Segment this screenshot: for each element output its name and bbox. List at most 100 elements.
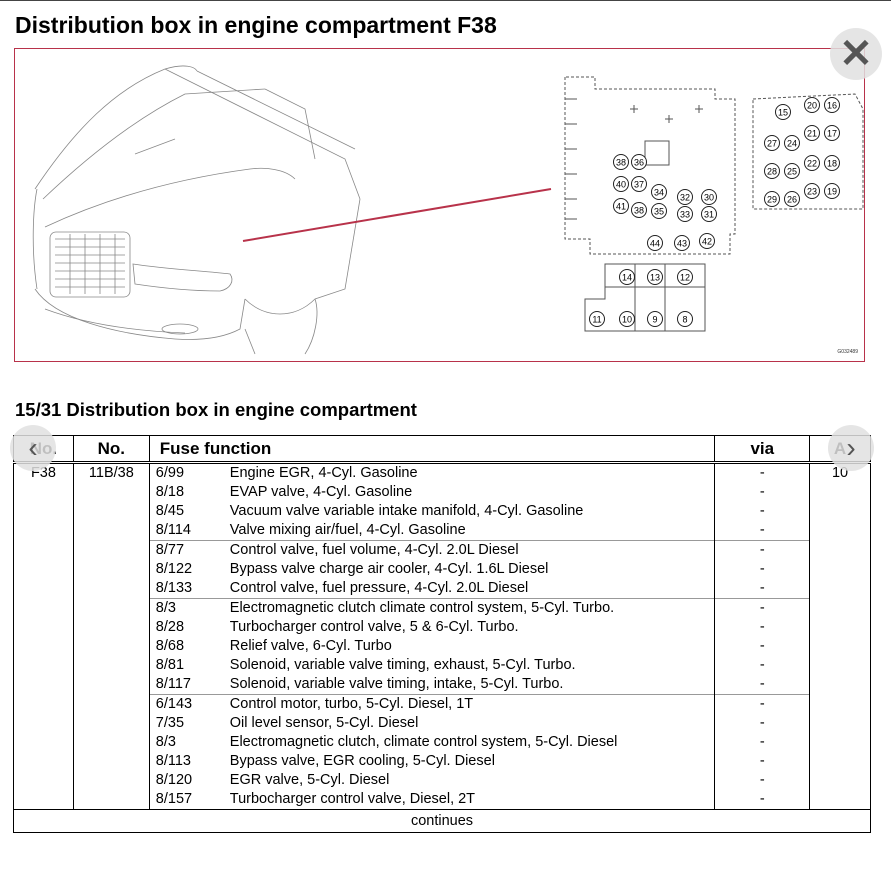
fuse-circle — [764, 191, 780, 207]
col-header-via: via — [714, 435, 811, 464]
function-code: 8/117 — [155, 676, 191, 692]
function-code: 8/45 — [155, 503, 185, 519]
fuse-number: 27 — [767, 139, 777, 149]
fuse-number: 8 — [682, 315, 687, 325]
fuse-number: 40 — [616, 180, 626, 190]
function-desc: EGR valve, 5-Cyl. Diesel — [229, 772, 390, 788]
via-value: - — [759, 791, 765, 807]
close-button[interactable]: ✕ — [830, 28, 882, 80]
list-item: 8/117 Solenoid, variable valve timing, in… — [156, 675, 709, 694]
via-value: - — [759, 676, 765, 692]
fuse-number: 14 — [622, 273, 632, 283]
fuse-number: 18 — [827, 159, 837, 169]
fuse-circle — [701, 206, 717, 222]
table-header-row: No. No. Fuse function via A — [13, 435, 871, 464]
via-value: - — [759, 657, 765, 673]
fuse-circle — [631, 154, 647, 170]
fuse-circle — [804, 97, 820, 113]
chevron-left-icon: ‹ — [28, 432, 38, 463]
via-value: - — [759, 772, 765, 788]
car-front-drawing — [32, 65, 361, 355]
via-value: - — [759, 638, 765, 654]
fuse-number: 11 — [592, 315, 601, 325]
list-item: 6/99 Engine EGR, 4-Cyl. Gasoline — [156, 464, 709, 483]
function-code: 8/77 — [155, 542, 185, 558]
fuse-circle — [824, 183, 840, 199]
fuse-number: 23 — [807, 187, 817, 197]
via-value: - — [759, 561, 765, 577]
fuse-circle — [764, 163, 780, 179]
function-code: 8/120 — [155, 772, 193, 788]
function-desc: Engine EGR, 4-Cyl. Gasoline — [229, 465, 418, 481]
fuse-circle — [784, 191, 800, 207]
fuse-circle — [824, 97, 840, 113]
via-value: - — [759, 542, 765, 558]
fuse-circle — [613, 198, 629, 214]
figure-code: G032489 — [837, 349, 858, 355]
function-desc: Solenoid, variable valve timing, intake,… — [229, 676, 564, 692]
function-desc: Electromagnetic clutch climate control s… — [229, 600, 615, 616]
next-page-button[interactable]: › — [828, 425, 874, 471]
fuse-number: 22 — [807, 159, 817, 169]
function-code: 8/81 — [155, 657, 185, 673]
fuse-number: 42 — [702, 237, 712, 247]
fuse-number: 44 — [650, 239, 660, 249]
fuse-number: 38 — [616, 158, 626, 168]
via-value: - — [759, 619, 765, 635]
function-desc: Valve mixing air/fuel, 4-Cyl. Gasoline — [229, 522, 466, 538]
function-desc: Electromagnetic clutch, climate control … — [229, 734, 618, 750]
via-value: - — [759, 696, 765, 712]
function-desc: Relief valve, 6-Cyl. Turbo — [229, 638, 392, 654]
fuse-number: 16 — [827, 101, 837, 111]
fuse-circle — [701, 189, 717, 205]
fuse-circle — [824, 125, 840, 141]
via-value: - — [759, 600, 765, 616]
chevron-right-icon: › — [846, 432, 856, 463]
prev-page-button[interactable]: ‹ — [10, 425, 56, 471]
pointer-line — [242, 188, 552, 242]
via-value: - — [759, 580, 765, 596]
fuse-number: 33 — [680, 210, 690, 220]
cell-no2: 11B/38 — [72, 462, 150, 810]
function-desc: Bypass valve charge air cooler, 4-Cyl. 1… — [229, 561, 549, 577]
continues-label: continues — [13, 809, 871, 833]
function-code: 8/68 — [155, 638, 185, 654]
via-value: - — [759, 734, 765, 750]
fuse-number: 13 — [650, 273, 660, 283]
function-code: 8/18 — [155, 484, 185, 500]
fuse-circle — [647, 269, 663, 285]
function-desc: Oil level sensor, 5-Cyl. Diesel — [229, 715, 419, 731]
via-value: - — [759, 484, 765, 500]
close-icon: ✕ — [839, 32, 873, 76]
fuse-number: 12 — [680, 273, 690, 283]
fuse-circle — [775, 104, 791, 120]
list-item: 8/120 EGR valve, 5-Cyl. Diesel — [156, 771, 709, 790]
fuse-circle — [699, 233, 715, 249]
cell-amp: 10 — [809, 462, 871, 810]
function-code: 8/113 — [155, 753, 191, 769]
fuse-number: 30 — [704, 193, 714, 203]
fuse-number: 36 — [634, 158, 644, 168]
function-code: 8/114 — [155, 522, 191, 538]
fuse-circle — [674, 235, 690, 251]
function-code: 6/99 — [155, 465, 185, 481]
fuse-number: 21 — [807, 129, 817, 139]
via-group: ---- — [715, 464, 809, 540]
function-code: 8/28 — [155, 619, 185, 635]
top-divider — [0, 0, 891, 1]
cell-via: ------------------ — [714, 462, 811, 810]
